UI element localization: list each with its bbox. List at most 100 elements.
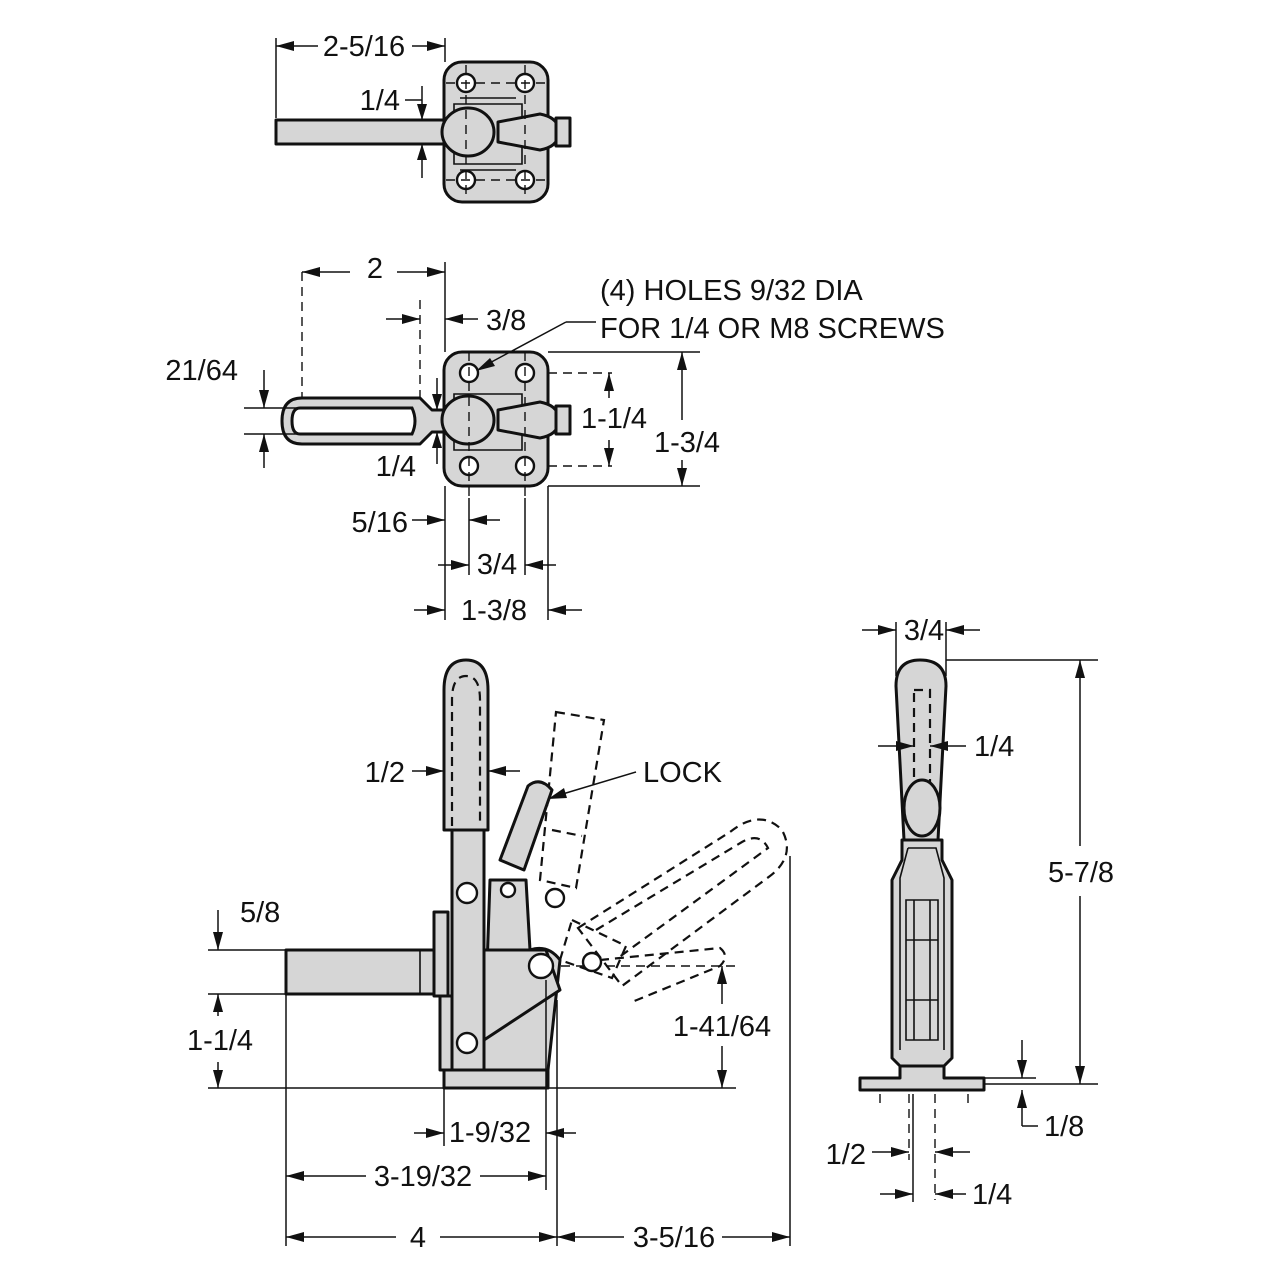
arrow-head	[445, 314, 463, 324]
arrow-head	[546, 1128, 564, 1138]
arrow-head	[677, 352, 687, 370]
handle-arm	[450, 828, 486, 1072]
arrow-head	[302, 267, 320, 277]
dim-slot-width-label: 21/64	[165, 355, 238, 387]
arrow-head	[935, 1147, 953, 1157]
lock-lever	[498, 780, 554, 872]
end-view-handle-boss	[902, 778, 942, 838]
end-view-body-detail	[899, 847, 945, 1050]
vertical-handle	[442, 658, 490, 832]
dim-spindle-height-label: 1-1/4	[187, 1025, 253, 1057]
dim-bar-width-label: 1/4	[360, 85, 400, 117]
handle-grip-outline	[450, 674, 482, 826]
arrow-head	[426, 1128, 444, 1138]
arrow-head	[476, 358, 495, 371]
arrow-head	[417, 104, 427, 120]
arrow-head	[427, 41, 445, 51]
open-handle-phantom	[576, 818, 788, 988]
arrow-head	[427, 515, 445, 525]
plan-view-centerline	[301, 272, 612, 498]
arrow-head	[213, 994, 223, 1012]
lock-label: LOCK	[643, 757, 723, 789]
arrow-head	[213, 932, 223, 950]
holes-note-line2: FOR 1/4 OR M8 SCREWS	[600, 313, 945, 345]
arrow-head	[895, 1189, 913, 1199]
arrow-head	[548, 605, 566, 615]
dim-pivot-height-label: 1-41/64	[673, 1011, 771, 1043]
dim-edge-to-hole-label: 5/16	[352, 507, 408, 539]
arrow-head	[276, 41, 294, 51]
arrow-head	[417, 144, 427, 160]
main-pivot-pin	[527, 952, 555, 980]
arrow-head	[432, 394, 442, 410]
plan-view-leader-line	[483, 321, 567, 367]
dim-handle-reach-label: 2-5/16	[323, 31, 405, 63]
dim-base-length-label: 1-3/4	[654, 427, 720, 459]
arrow-head	[426, 766, 444, 776]
link-phantom	[558, 918, 727, 1004]
arrow-head	[557, 1232, 575, 1242]
arrow-head	[427, 605, 445, 615]
dim-offset-label: 3/8	[486, 305, 526, 337]
dim-handle-grip-label: 1/4	[974, 731, 1014, 763]
arrow-head	[891, 1147, 909, 1157]
arrow-head	[946, 625, 964, 635]
dim-overall-front-label: 4	[410, 1222, 426, 1254]
phantom-pivot	[544, 887, 566, 909]
arrow-head	[604, 373, 614, 391]
top-view-centerline	[446, 65, 546, 198]
dim-overall-height-label: 5-7/8	[1048, 857, 1114, 889]
plan-view: 2 3/8 21/64 1/4 5/16 3/4	[165, 253, 944, 627]
arrow-head	[1075, 660, 1085, 678]
arrow-head	[469, 515, 487, 525]
top-view-spindle-end	[554, 116, 572, 148]
end-view-base-flange	[858, 1064, 986, 1092]
arrow-head	[548, 788, 567, 799]
dim-slot-reach-label: 2	[367, 253, 383, 285]
arrow-head	[896, 741, 914, 751]
arrow-head	[878, 625, 896, 635]
base-plate	[442, 1068, 550, 1090]
arrow-head	[717, 966, 727, 984]
top-view-handle-bar	[274, 118, 448, 146]
arrow-head	[259, 434, 269, 452]
dim-spindle-dia-label: 5/8	[240, 897, 280, 929]
dim-hole-spacing-y-label: 1-1/4	[581, 403, 647, 435]
spindle-bracket	[432, 910, 450, 998]
arrow-head	[451, 560, 469, 570]
arrow-head	[286, 1171, 304, 1181]
dim-base-width-label: 1-3/8	[461, 595, 527, 627]
lock-pin	[499, 881, 517, 899]
holes-note-line1: (4) HOLES 9/32 DIA	[600, 275, 863, 307]
dim-overall-rear-label: 3-5/16	[633, 1222, 715, 1254]
arrow-head	[717, 1070, 727, 1088]
phantom-pivot	[581, 951, 603, 973]
arrow-head	[935, 1189, 953, 1199]
arrow-head	[427, 267, 445, 277]
plan-view-lock-lever	[496, 400, 560, 440]
dim-base-thickness-label: 1/8	[1044, 1111, 1084, 1143]
dim-hole-spacing-x-label: 3/4	[477, 549, 517, 581]
dim-slot-thickness-label: 1/4	[376, 451, 416, 483]
arrow-head	[930, 741, 948, 751]
dim-flange-thickness-label: 1/4	[972, 1179, 1012, 1211]
top-view-lock-lever	[496, 112, 560, 152]
open-handle-phantom	[595, 837, 770, 959]
pivot-pin	[455, 1031, 479, 1055]
spindle-pad	[284, 948, 438, 996]
top-view-handle-hub	[440, 106, 496, 158]
arrow-head	[539, 1232, 557, 1242]
arrow-head	[488, 766, 506, 776]
arrow-head	[259, 390, 269, 408]
dim-top-width-label: 3/4	[904, 615, 944, 647]
pivot-pin	[455, 881, 479, 905]
arrow-head	[286, 1232, 304, 1242]
end-view: 3/4 1/4 5-7/8 1/8 1/2 1/4	[826, 615, 1114, 1211]
arrow-head	[1017, 1090, 1027, 1108]
dim-flange-gap-label: 1/2	[826, 1139, 866, 1171]
dim-base-to-pivot-label: 1-9/32	[449, 1117, 531, 1149]
dim-handle-width-label: 1/2	[365, 757, 405, 789]
lock-leader-line	[555, 771, 637, 797]
arrow-head	[528, 1171, 546, 1181]
